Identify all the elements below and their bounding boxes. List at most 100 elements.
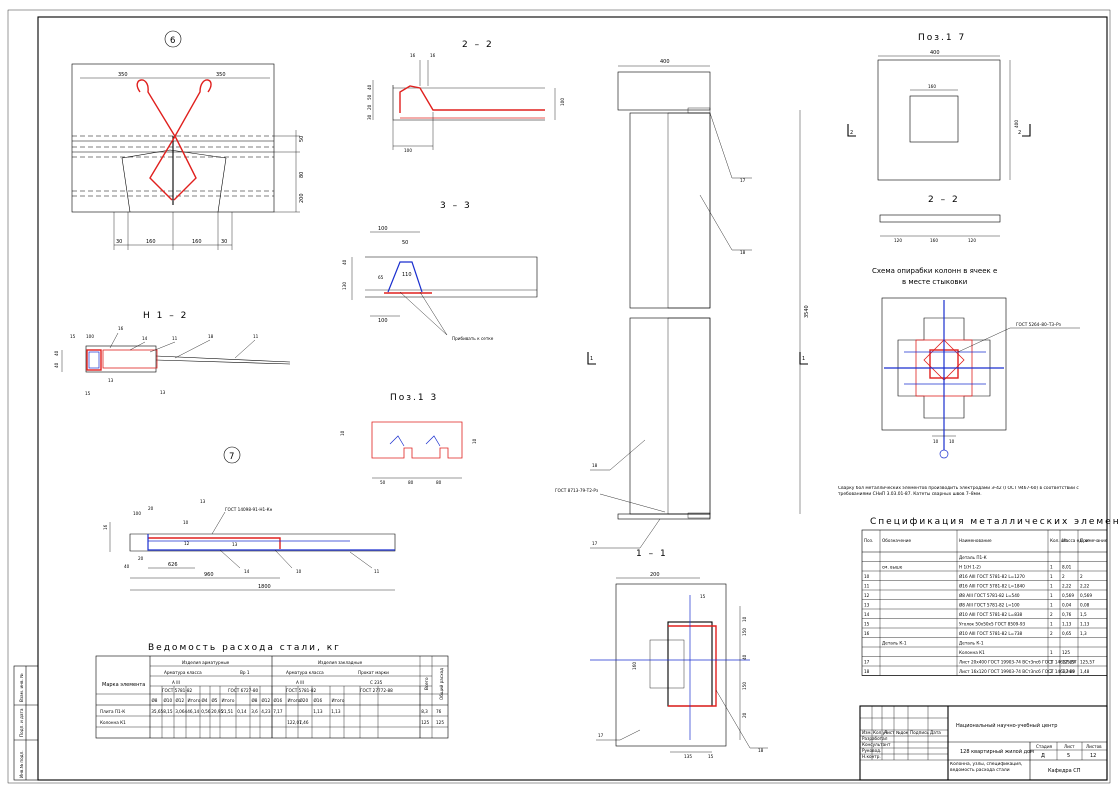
steel-header-cell: Ø16 xyxy=(314,698,323,703)
svg-text:10: 10 xyxy=(933,439,939,444)
svg-text:17: 17 xyxy=(592,541,598,546)
spec-cell: Ø8 АIII ГОСТ 5781-82 L=100 xyxy=(959,603,1020,608)
spec-cell: Лист 16x120 ГОСТ 19903-74 ВСт3пс6 ГОСТ 1… xyxy=(959,669,1075,674)
steel-cell: 20,95 xyxy=(211,709,223,714)
svg-text:5: 5 xyxy=(1067,753,1070,759)
svg-text:Прокат марки: Прокат марки xyxy=(358,670,389,675)
scheme-title: Схема опирабки колонн в ячеек е xyxy=(872,267,997,275)
spec-cell: 14 xyxy=(864,612,870,617)
spec-cell: 125,57 xyxy=(1080,660,1095,665)
org-name: Национальный научно-учебный центр xyxy=(956,722,1057,729)
spec-cell: 1,13 xyxy=(1080,622,1090,627)
steel-cell: 125 xyxy=(421,720,429,725)
section-3-3: 3 – 3 100 50 110 40 65 130 100 Прибивать… xyxy=(342,201,538,341)
steel-header-cell: Итого xyxy=(332,698,345,703)
svg-text:80: 80 xyxy=(408,480,414,485)
spec-cell: Ø8 АIII ГОСТ 5781-82 L=540 xyxy=(959,593,1020,598)
spec-header-cell: Поз. xyxy=(864,538,873,543)
svg-text:ГОСТ 5264–80–Т3–Рз: ГОСТ 5264–80–Т3–Рз xyxy=(1016,322,1061,327)
steel-cell: 1,46 xyxy=(299,720,309,725)
steel-header-cell: Ø8 xyxy=(252,698,258,703)
steel-header-cell: Ø5 xyxy=(212,698,218,703)
spec-header-cell: Кол. шт. xyxy=(1050,538,1068,543)
svg-text:10: 10 xyxy=(183,520,189,525)
steel-header-cell: Ø12 xyxy=(262,698,271,703)
steel-table-title: Ведомость расхода стали, кг xyxy=(148,643,341,653)
svg-text:40: 40 xyxy=(54,350,59,356)
svg-text:160: 160 xyxy=(146,239,156,245)
svg-text:3540: 3540 xyxy=(804,305,810,318)
steel-cell: 8,3 xyxy=(421,709,428,714)
sheet-name: Колонна, узлы, спецификация, ведомость р… xyxy=(950,762,1023,773)
svg-text:50: 50 xyxy=(299,136,305,142)
stamp-text: Взам. инв. № xyxy=(19,673,24,702)
svg-text:160: 160 xyxy=(928,84,936,89)
spec-cell: 18 xyxy=(864,669,870,674)
section-title: 3 – 3 xyxy=(440,201,472,211)
svg-text:ГОСТ 5781-82: ГОСТ 5781-82 xyxy=(162,688,192,693)
spec-cell: 0,76 xyxy=(1062,612,1072,617)
svg-text:400: 400 xyxy=(660,59,670,65)
svg-text:13: 13 xyxy=(200,499,206,504)
svg-text:13: 13 xyxy=(232,542,238,547)
svg-text:18: 18 xyxy=(740,250,746,255)
spec-cell: 17 xyxy=(864,660,870,665)
steel-cell: 35,65 xyxy=(151,709,163,714)
svg-text:50: 50 xyxy=(367,94,372,100)
svg-text:Руковод.: Руковод. xyxy=(862,748,881,753)
svg-text:100: 100 xyxy=(86,334,94,339)
svg-text:18: 18 xyxy=(758,748,764,753)
svg-text:1800: 1800 xyxy=(258,584,271,590)
svg-text:120: 120 xyxy=(894,238,902,243)
view-6: 6 350 350 50 80 200 30 160 160 30 xyxy=(71,30,305,250)
spec-cell: 1,5 xyxy=(1080,612,1087,617)
svg-text:ГОСТ 8713-79-Т2-Рз: ГОСТ 8713-79-Т2-Рз xyxy=(555,488,598,493)
spec-cell: 1,244 xyxy=(1062,669,1074,674)
svg-text:100: 100 xyxy=(378,226,388,232)
spec-cell: 2 xyxy=(1050,612,1053,617)
svg-text:100: 100 xyxy=(133,511,141,516)
svg-text:10: 10 xyxy=(742,616,747,622)
svg-text:ГОСТ 14098-91-Н1-Кн: ГОСТ 14098-91-Н1-Кн xyxy=(225,507,273,512)
section-1-1: 1 – 1 200 15 160 10 150 40 150 20 135 15… xyxy=(590,549,768,759)
svg-text:17: 17 xyxy=(598,733,604,738)
svg-text:11: 11 xyxy=(253,334,259,339)
svg-text:ГОСТ 5781-82: ГОСТ 5781-82 xyxy=(286,688,316,693)
section-title: 1 – 1 xyxy=(636,549,668,559)
spec-cell: 1,3 xyxy=(1080,631,1087,636)
svg-text:Разработал: Разработал xyxy=(862,736,888,741)
section-title: Поз.1 7 xyxy=(918,33,966,43)
svg-text:17: 17 xyxy=(740,178,746,183)
spec-cell: 13 xyxy=(864,603,870,608)
steel-cell: 3,064 xyxy=(175,709,187,714)
svg-text:400: 400 xyxy=(1014,120,1019,128)
svg-text:ГОСТ 27772-88: ГОСТ 27772-88 xyxy=(360,688,393,693)
steel-header-cell: Ø4 xyxy=(202,698,208,703)
svg-text:10: 10 xyxy=(472,438,477,444)
steel-header-cell: Итого xyxy=(222,698,235,703)
svg-text:11: 11 xyxy=(172,336,178,341)
svg-text:1: 1 xyxy=(590,356,593,362)
stamp-text: Инв.№ подл. xyxy=(19,750,24,778)
steel-cell: 1,13 xyxy=(313,709,323,714)
steel-total-cell: 125 xyxy=(436,720,444,725)
svg-text:11: 11 xyxy=(374,569,380,574)
steel-cell: 7,17 xyxy=(273,709,283,714)
view-n1-2: Н 1 – 2 40 40 15 100 16 14 11 18 11 15 1… xyxy=(54,311,291,396)
view-marker-circle xyxy=(223,446,241,464)
svg-text:Н.контр.: Н.контр. xyxy=(862,754,881,759)
svg-text:160: 160 xyxy=(192,239,202,245)
svg-text:100: 100 xyxy=(404,148,412,153)
svg-text:350: 350 xyxy=(216,72,226,78)
svg-text:40: 40 xyxy=(124,564,130,569)
steel-header-cell: Ø12 xyxy=(176,698,185,703)
svg-text:65: 65 xyxy=(378,275,384,280)
svg-text:160: 160 xyxy=(632,662,637,670)
section-title: Н 1 – 2 xyxy=(143,311,188,321)
svg-text:Лист: Лист xyxy=(884,730,895,735)
spec-cell: 12 xyxy=(864,593,870,598)
view-7: 7 16 100 20 10 20 40 626 960 1800 13 12 … xyxy=(103,446,396,591)
svg-text:Кол.уч: Кол.уч xyxy=(873,730,888,735)
spec-cell: см. выше xyxy=(882,565,903,570)
spec-cell: 2 xyxy=(1062,574,1065,579)
